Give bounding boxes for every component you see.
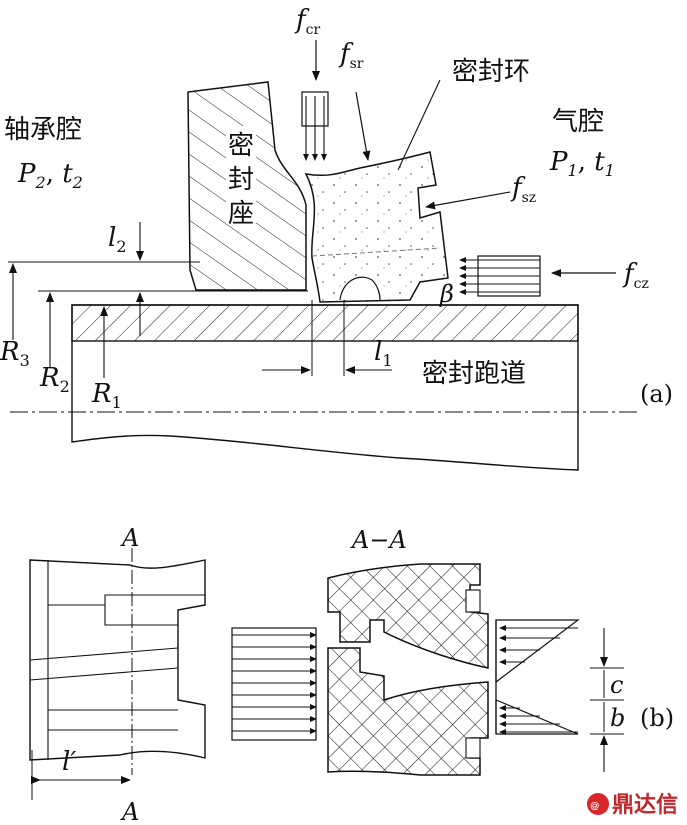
right-pressure-upper (495, 619, 580, 684)
l1-label: l1 (374, 337, 393, 370)
gas-cavity-label: 气腔 (552, 107, 604, 137)
b-label: b (610, 704, 625, 732)
l2-label: l2 (108, 223, 127, 256)
watermark-text: 鼎达信 (612, 792, 678, 818)
fcr-label: fcr (294, 5, 320, 38)
svg-text:᪤: ᪤ (590, 799, 599, 814)
section-mark-bottom: A (120, 798, 139, 825)
seal-seat-char-3: 座 (228, 199, 254, 229)
seal-ring (304, 151, 449, 303)
fsr-label: fsr (338, 39, 364, 72)
watermark-logo: ᪤ 鼎达信 (587, 792, 678, 818)
runway-hatched-layer (71, 304, 579, 342)
section-mark-top: A (120, 524, 139, 552)
right-pressure-lower (495, 699, 579, 735)
section-title: A−A (350, 526, 407, 554)
r1-label: R1 (91, 379, 122, 412)
fsz-label: fsz (510, 173, 536, 206)
seal-runway-label: 密封跑道 (422, 359, 526, 389)
seal-ring-groove (339, 276, 381, 301)
section-aa-bottom (327, 647, 489, 776)
seal-seat-char-1: 密 (228, 131, 254, 161)
section-aa-top (327, 563, 489, 669)
gas-cavity-params: P1, t1 (549, 147, 615, 180)
l-prime-label: l′ (62, 747, 76, 777)
beta-label: β (439, 280, 454, 308)
c-label: c (610, 671, 623, 699)
panel-label-a: (a) (640, 380, 673, 408)
seal-ring-label: 密封环 (452, 57, 530, 87)
bearing-cavity-params: P2, t2 (17, 159, 83, 192)
r3-label: R3 (0, 337, 30, 370)
r2-label: R2 (39, 363, 70, 396)
panel-label-b: (b) (640, 704, 674, 732)
fcz-label: fcz (622, 259, 649, 292)
runway-body (71, 304, 579, 471)
bearing-cavity-label: 轴承腔 (4, 115, 82, 145)
seal-seat-char-2: 封 (228, 165, 254, 195)
